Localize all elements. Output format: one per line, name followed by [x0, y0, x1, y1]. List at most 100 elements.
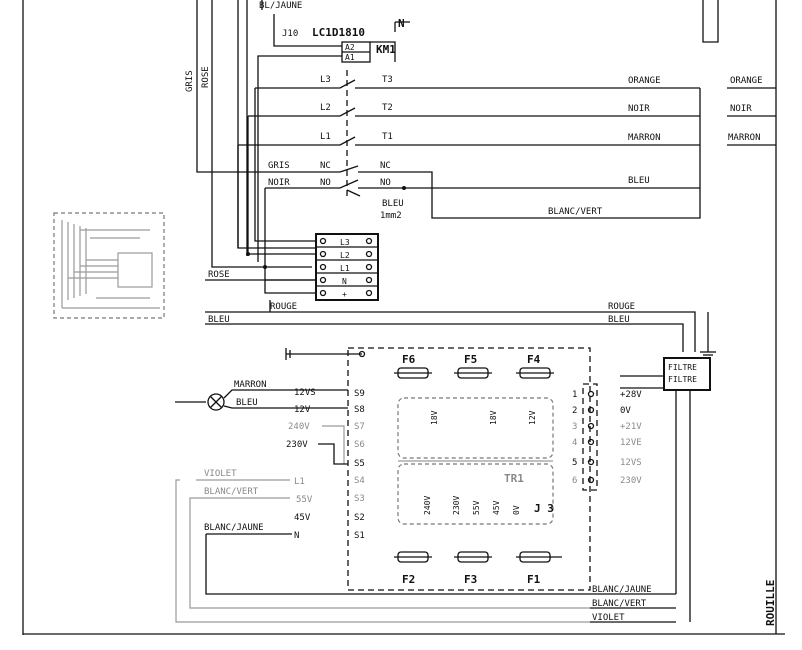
s5-label: S5 [354, 459, 365, 469]
fuse-f1-label: F1 [527, 573, 541, 586]
tr-230v-label: 230V [452, 496, 461, 515]
km1-label: KM1 [376, 43, 396, 56]
bottom-blanc-vert-label: BLANC/VERT [592, 599, 647, 609]
s8-label: S8 [354, 405, 365, 415]
rouge-r-label: ROUGE [608, 302, 635, 312]
tr-240v-label: 240V [423, 496, 432, 515]
out-28v-label: +28V [620, 390, 642, 400]
bl-jaune-label: BL/JAUNE [259, 1, 302, 11]
tr-45v-label: 45V [492, 500, 501, 515]
filtre-label-1: FILTRE [668, 363, 697, 372]
12vs-label: 12VS [294, 388, 316, 398]
tb-l3-label: L3 [340, 238, 350, 247]
a2-label: A2 [345, 43, 355, 52]
240v-label: 240V [288, 422, 310, 432]
nc-right-label: NC [380, 161, 391, 171]
gris-wire [196, 0, 340, 173]
fuse-f4-label: F4 [527, 353, 541, 366]
relay-suffix-label: N [398, 17, 405, 30]
t3-label: T3 [382, 75, 393, 85]
j10-label: J10 [282, 29, 298, 39]
s6-label: S6 [354, 440, 365, 450]
gris-vertical-label: GRIS [185, 70, 195, 92]
pin-2-label: 2 [572, 406, 577, 416]
violet-label: VIOLET [204, 469, 237, 479]
bleu-h-label: BLEU [208, 315, 230, 325]
fuse-f3-label: F3 [464, 573, 477, 586]
s1-label: S1 [354, 531, 365, 541]
pin-4-label: 4 [572, 438, 577, 448]
frame [22, 0, 785, 635]
45v-label: 45V [294, 513, 311, 523]
blanc-vert-label: BLANC/VERT [204, 487, 259, 497]
tb-l1-label: L1 [340, 264, 350, 273]
tr1-label: TR1 [504, 472, 524, 485]
blanc-jaune-label: BLANC/JAUNE [204, 523, 264, 533]
lamp: MARRON BLEU 12VS 12V 240V 230V [175, 380, 348, 465]
section-label: 1mm2 [380, 211, 402, 221]
relay-coil: BL/JAUNE J10 LC1D1810 N A2 A1 KM1 [237, 0, 410, 262]
s3-label: S3 [354, 494, 365, 504]
bottom-blanc-jaune-label: BLANC/JAUNE [592, 585, 652, 595]
l1-label: L1 [320, 132, 331, 142]
fuse-f5-label: F5 [464, 353, 477, 366]
tr-18v-b-label: 18V [489, 410, 498, 425]
out-0v-label: 0V [620, 406, 631, 416]
blanc-vert-top-label: BLANC/VERT [548, 207, 603, 217]
rose-wire [211, 0, 312, 268]
out-230v-label: 230V [620, 476, 642, 486]
filtre-label-2: FILTRE [668, 375, 697, 384]
relay-model-label: LC1D1810 [312, 26, 365, 39]
fuse-f6-label: F6 [402, 353, 416, 366]
no-left-label: NO [320, 178, 331, 188]
power-module: F6 F5 F4 F2 F3 F1 TR1 18V 18V 12V 240V 2… [285, 347, 642, 591]
marron-lamp-label: MARRON [234, 380, 267, 390]
s4-label: S4 [354, 476, 365, 486]
noir-label-1: NOIR [628, 104, 650, 114]
fuse-f2-label: F2 [402, 573, 415, 586]
secondary-wires: VIOLET L1 BLANC/VERT 55V 45V BLANC/JAUNE… [175, 389, 691, 623]
tr-18v-a-label: 18V [430, 410, 439, 425]
a1-label: A1 [345, 53, 355, 62]
t1-label: T1 [382, 132, 393, 142]
gris-label: GRIS [268, 161, 290, 171]
bleu-cable-label: BLEU [382, 199, 404, 209]
noir-label: NOIR [268, 178, 290, 188]
n-label: N [294, 531, 299, 541]
rouge-h-label: ROUGE [270, 302, 297, 312]
s2-label: S2 [354, 513, 365, 523]
no-right-label: NO [380, 178, 391, 188]
55v-label: 55V [296, 495, 313, 505]
l2-label: L2 [320, 103, 331, 113]
bleu-r-label: BLEU [608, 315, 630, 325]
l3-label: L3 [320, 75, 331, 85]
out-12vs-label: 12VS [620, 458, 642, 468]
out-12ve-label: 12VE [620, 438, 642, 448]
bleu-label-1: BLEU [628, 176, 650, 186]
j3-label: J 3 [534, 502, 554, 515]
rose-h-label: ROSE [208, 270, 230, 280]
external-cables: ORANGE NOIR MARRON [727, 76, 776, 146]
orange-label-2: ORANGE [730, 76, 763, 86]
tr-0v-label: 0V [512, 505, 521, 515]
marron-label-1: MARRON [628, 133, 661, 143]
orange-label-1: ORANGE [628, 76, 661, 86]
pin-6-label: 6 [572, 476, 577, 486]
tb-l2-label: L2 [340, 251, 350, 260]
t2-label: T2 [382, 103, 393, 113]
pin-3-label: 3 [572, 422, 577, 432]
tb-pe-label: + [342, 290, 347, 299]
tr-55v-label: 55V [472, 500, 481, 515]
bleu-lamp-label: BLEU [236, 398, 258, 408]
230v-label: 230V [286, 440, 308, 450]
marron-label-2: MARRON [728, 133, 761, 143]
rouille-label: ROUILLE [764, 580, 777, 626]
supply-wires: ROSE ROUGE BLEU ROUGE BLEU [205, 270, 716, 356]
tb-n-label: N [342, 277, 347, 286]
pin-5-label: 5 [572, 458, 577, 468]
12v-label: 12V [294, 405, 311, 415]
mains-filter: FILTRE FILTRE [620, 357, 711, 391]
out-21v-label: +21V [620, 422, 642, 432]
noir-label-2: NOIR [730, 104, 752, 114]
